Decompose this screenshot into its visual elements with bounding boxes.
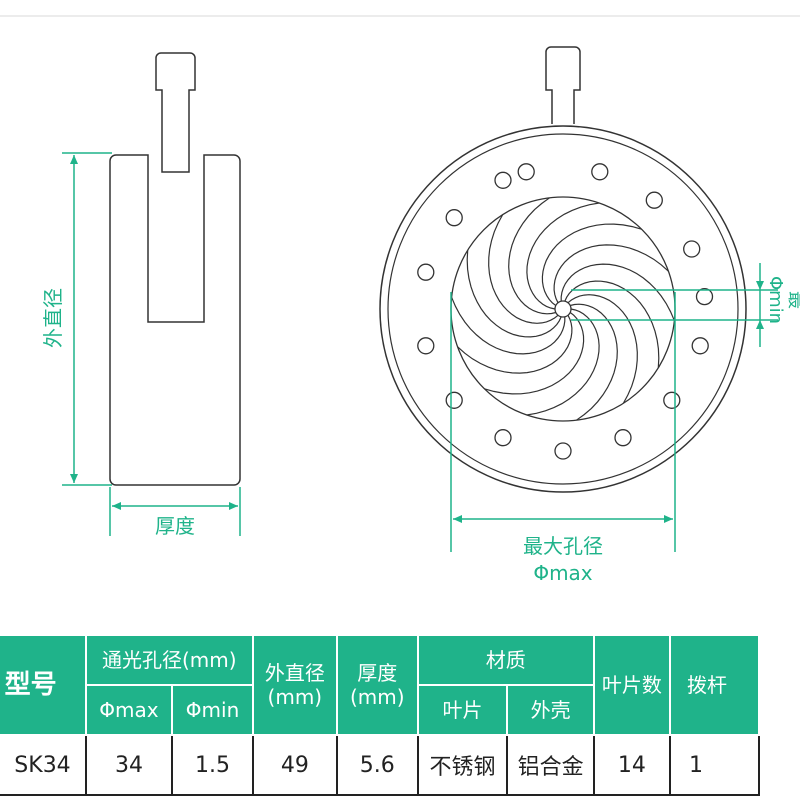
outer-diameter-cell: 49 [251, 734, 338, 796]
phi-max-label: Φmax [533, 561, 592, 585]
phi-min-cell: 1.5 [171, 734, 254, 796]
inner-ring [387, 133, 739, 485]
iris-blade [451, 297, 566, 355]
mounting-hole [614, 429, 632, 447]
model-cell: SK34 [0, 734, 87, 796]
blade-count-header: 叶片数 [592, 634, 671, 736]
side-view [109, 52, 241, 486]
mounting-holes [417, 163, 714, 460]
phi-max-cell: 34 [84, 734, 174, 796]
thickness-cell: 5.6 [335, 734, 419, 796]
side-dimensions [62, 152, 241, 536]
front-view [379, 46, 747, 493]
lever-header: 拨杆 [668, 634, 761, 736]
shell-material-cell: 铝合金 [506, 734, 595, 796]
mounting-hole [517, 163, 535, 181]
iris-blade [564, 280, 660, 368]
iris-blade [553, 244, 669, 303]
blade-material-header: 叶片 [416, 684, 509, 736]
side-body-outline [109, 154, 241, 486]
blade-material-cell: 不锈钢 [416, 734, 509, 796]
mounting-hole [683, 240, 701, 258]
outer-diameter-header: 外直径 (mm) [251, 634, 338, 736]
side-lever [155, 52, 196, 173]
thickness-label: 厚度 [155, 514, 195, 538]
iris-diaphragm-diagram: 外直径 厚度 最大孔径 Φmax Φmin 最 [0, 15, 800, 585]
phi-min-header: Φmin [171, 684, 254, 736]
iris-blade [508, 197, 556, 315]
phi-max-header: Φmax [84, 684, 174, 736]
aperture-header: 通光孔径(mm) [84, 634, 254, 686]
iris-blade [526, 202, 600, 310]
mounting-hole [663, 391, 681, 409]
shell-material-header: 外壳 [506, 684, 595, 736]
mounting-hole [691, 337, 709, 355]
blade-count-cell: 14 [592, 734, 671, 796]
iris-blade [457, 315, 573, 374]
cut-off-label: 最 [785, 291, 800, 309]
mounting-hole [695, 287, 714, 306]
mounting-hole [591, 163, 609, 181]
iris-blade [488, 214, 559, 324]
iris-blade [541, 223, 642, 306]
mounting-hole [445, 391, 463, 409]
mounting-hole [554, 442, 572, 460]
mounting-hole [494, 429, 512, 447]
mounting-hole [417, 263, 435, 281]
thickness-header: 厚度 (mm) [335, 634, 419, 736]
phi-min-label: Φmin [765, 276, 786, 324]
front-dimensions [450, 263, 778, 552]
front-lever [545, 46, 581, 124]
iris-blade [466, 250, 562, 338]
spec-table: 型号 通光孔径(mm) 外直径 (mm) 厚度 (mm) 材质 叶片数 拨杆 Φ… [0, 634, 761, 796]
min-aperture [554, 300, 572, 318]
max-aperture-label: 最大孔径 [523, 534, 603, 558]
outer-diameter-label: 外直径 [41, 288, 65, 348]
material-header: 材质 [416, 634, 595, 686]
iris-blade [526, 308, 600, 416]
iris-blade [567, 294, 638, 404]
lever-cell: 1 [668, 734, 761, 796]
iris-blades [451, 197, 675, 421]
mounting-hole [645, 191, 663, 209]
iris-blade [570, 303, 618, 421]
mounting-hole [494, 171, 512, 189]
mounting-hole [417, 337, 435, 355]
iris-blade [560, 263, 675, 321]
table-row: SK34 34 1.5 49 5.6 不锈钢 铝合金 14 1 [0, 734, 761, 796]
model-header: 型号 [0, 634, 87, 736]
iris-blade [484, 312, 585, 395]
mounting-hole [445, 209, 463, 227]
